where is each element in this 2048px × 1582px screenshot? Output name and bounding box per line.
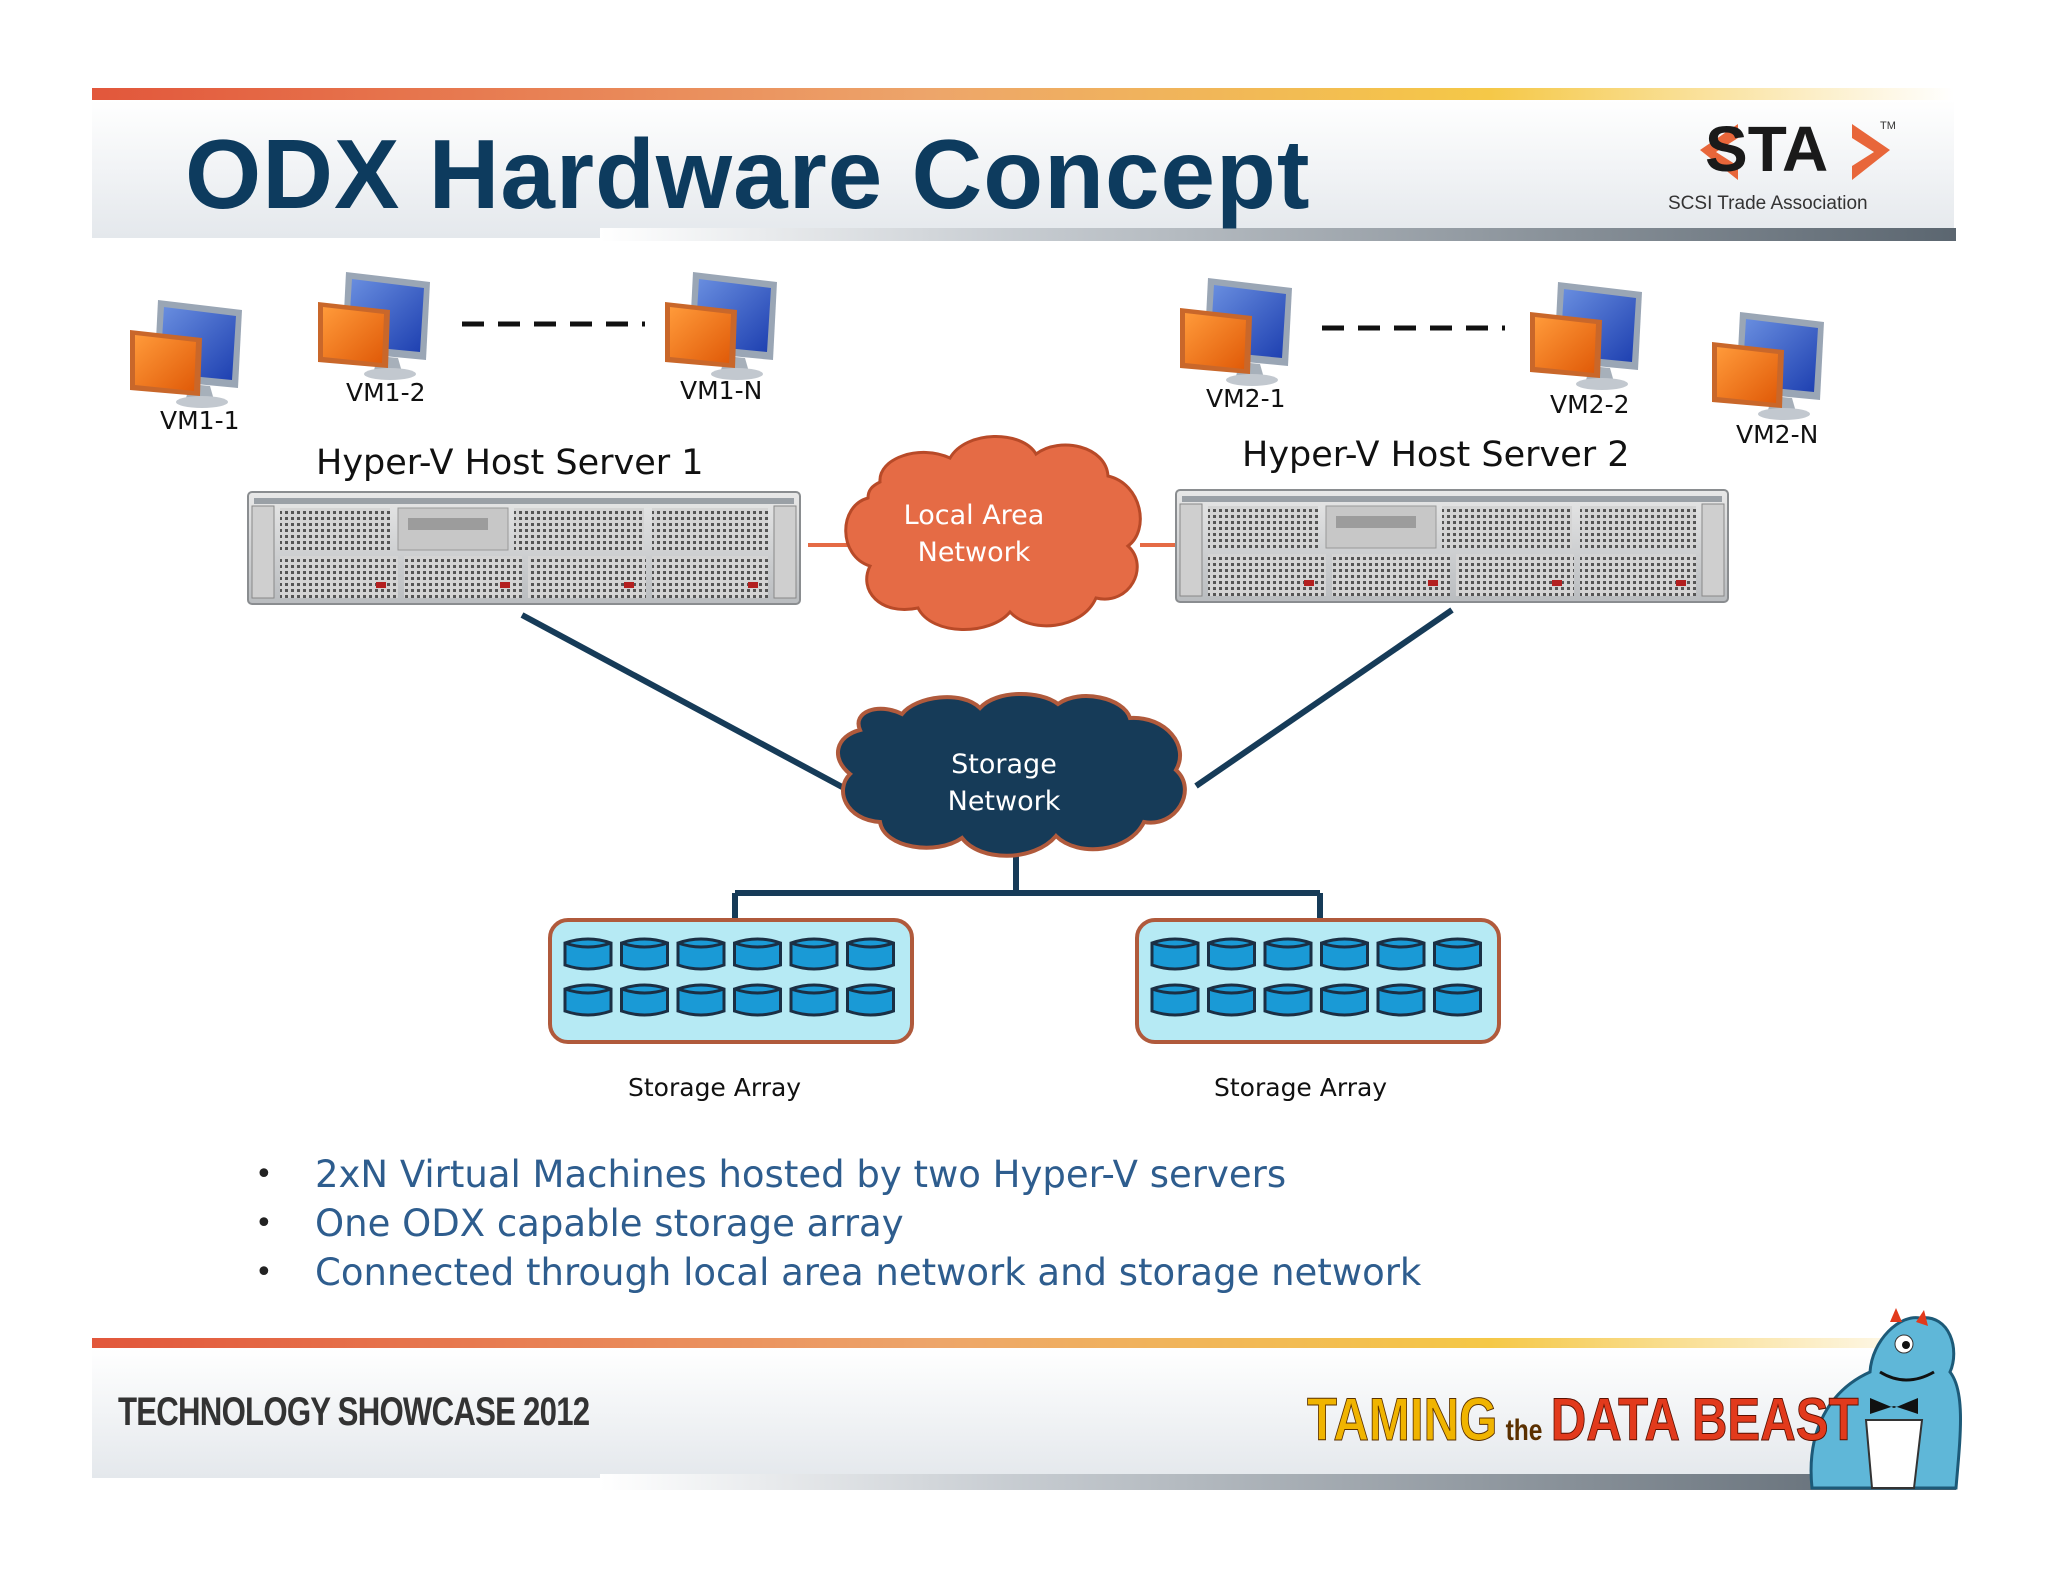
vm2-2-computer-icon xyxy=(1530,282,1642,390)
disk-icon xyxy=(1150,937,1200,971)
vm1-n-computer-icon xyxy=(665,272,777,380)
sta-logo-text: STA xyxy=(1705,113,1829,185)
disk-icon xyxy=(676,983,726,1017)
host2-label: Hyper-V Host Server 2 xyxy=(1242,435,1630,475)
footer-color-bar xyxy=(92,1338,1954,1348)
lan-line-1: Local Area xyxy=(903,500,1045,531)
disk-icon xyxy=(1433,983,1482,1017)
bullet-item: •Connected through local area network an… xyxy=(255,1248,1421,1297)
sta-logo-right-chevron xyxy=(1852,124,1890,180)
san-line-2: Network xyxy=(947,786,1061,817)
storage-array-2-label: Storage Array xyxy=(1214,1073,1388,1102)
vm1-n-label: VM1-N xyxy=(680,376,763,405)
san-link-host2 xyxy=(1194,607,1454,789)
disk-icon xyxy=(1263,983,1313,1017)
disk-icon xyxy=(1376,937,1426,971)
disk-icon xyxy=(1207,937,1256,971)
header-color-bar xyxy=(92,88,1954,100)
bullet-list: •2xN Virtual Machines hosted by two Hype… xyxy=(255,1150,1421,1297)
sta-logo-tm: TM xyxy=(1880,120,1896,132)
disk-icon xyxy=(846,937,895,971)
disk-icon xyxy=(789,983,839,1017)
vm1-1-label: VM1-1 xyxy=(160,406,240,435)
storage-array-1-label: Storage Array xyxy=(628,1073,802,1102)
disk-icon xyxy=(1150,983,1200,1017)
bullet-dot-icon: • xyxy=(255,1255,273,1290)
disk-icon xyxy=(563,937,613,971)
disk-icon xyxy=(846,983,895,1017)
vm2-1-computer-icon xyxy=(1180,278,1292,386)
storage-array-2 xyxy=(1135,918,1501,1044)
footer-grey-bar xyxy=(600,1474,1956,1490)
vm2-n-label: VM2-N xyxy=(1736,420,1819,449)
lan-line-2: Network xyxy=(917,537,1031,568)
disk-icon xyxy=(1263,937,1313,971)
disk-icon xyxy=(1207,983,1256,1017)
lan-cloud-text: Local Area Network xyxy=(864,497,1084,571)
disk-icon xyxy=(563,983,613,1017)
bullet-dot-icon: • xyxy=(255,1157,273,1192)
host1-server-icon xyxy=(247,491,801,605)
sta-logo-subtitle: SCSI Trade Association xyxy=(1668,193,1868,214)
monster-mascot-icon xyxy=(1809,1308,1962,1490)
disk-icon xyxy=(1320,983,1369,1017)
disk-icon xyxy=(733,937,782,971)
footer-showcase-text: TECHNOLOGY SHOWCASE 2012 xyxy=(118,1390,590,1434)
header-band xyxy=(92,100,1954,238)
disk-icon xyxy=(620,937,669,971)
host2-server-icon xyxy=(1175,489,1729,603)
disk-icon xyxy=(676,937,726,971)
bullet-item: •One ODX capable storage array xyxy=(255,1199,1421,1248)
disk-icon xyxy=(1320,937,1369,971)
disk-icon xyxy=(1433,937,1482,971)
storage-array-1 xyxy=(548,918,914,1044)
beast-word-3: DATA BEAST xyxy=(1550,1386,1859,1454)
vm1-2-computer-icon xyxy=(318,272,430,380)
bullet-dot-icon: • xyxy=(255,1206,273,1241)
storage-network-text: Storage Network xyxy=(894,746,1114,820)
bullet-item: •2xN Virtual Machines hosted by two Hype… xyxy=(255,1150,1421,1199)
header-grey-bar xyxy=(600,228,1956,241)
disk-icon xyxy=(733,983,782,1017)
lan-cloud-icon xyxy=(844,435,1142,631)
vm2-n-computer-icon xyxy=(1712,312,1824,420)
footer-band xyxy=(92,1348,1954,1478)
vm1-2-label: VM1-2 xyxy=(346,378,426,407)
beast-word-2: the xyxy=(1505,1414,1543,1447)
vm2-2-label: VM2-2 xyxy=(1550,390,1630,419)
sta-logo-left-chevron xyxy=(1700,124,1738,180)
disk-icon xyxy=(620,983,669,1017)
san-link-host1 xyxy=(520,612,846,791)
host1-label: Hyper-V Host Server 1 xyxy=(316,443,704,483)
san-line-1: Storage xyxy=(951,749,1057,780)
vm1-1-computer-icon xyxy=(130,300,242,408)
page-title: ODX Hardware Concept xyxy=(185,119,1311,229)
disk-icon xyxy=(789,937,839,971)
beast-word-1: TAMING xyxy=(1307,1386,1498,1454)
array-links xyxy=(732,850,1323,920)
vm2-1-label: VM2-1 xyxy=(1206,384,1286,413)
storage-network-cloud-icon xyxy=(836,692,1187,858)
disk-icon xyxy=(1376,983,1426,1017)
